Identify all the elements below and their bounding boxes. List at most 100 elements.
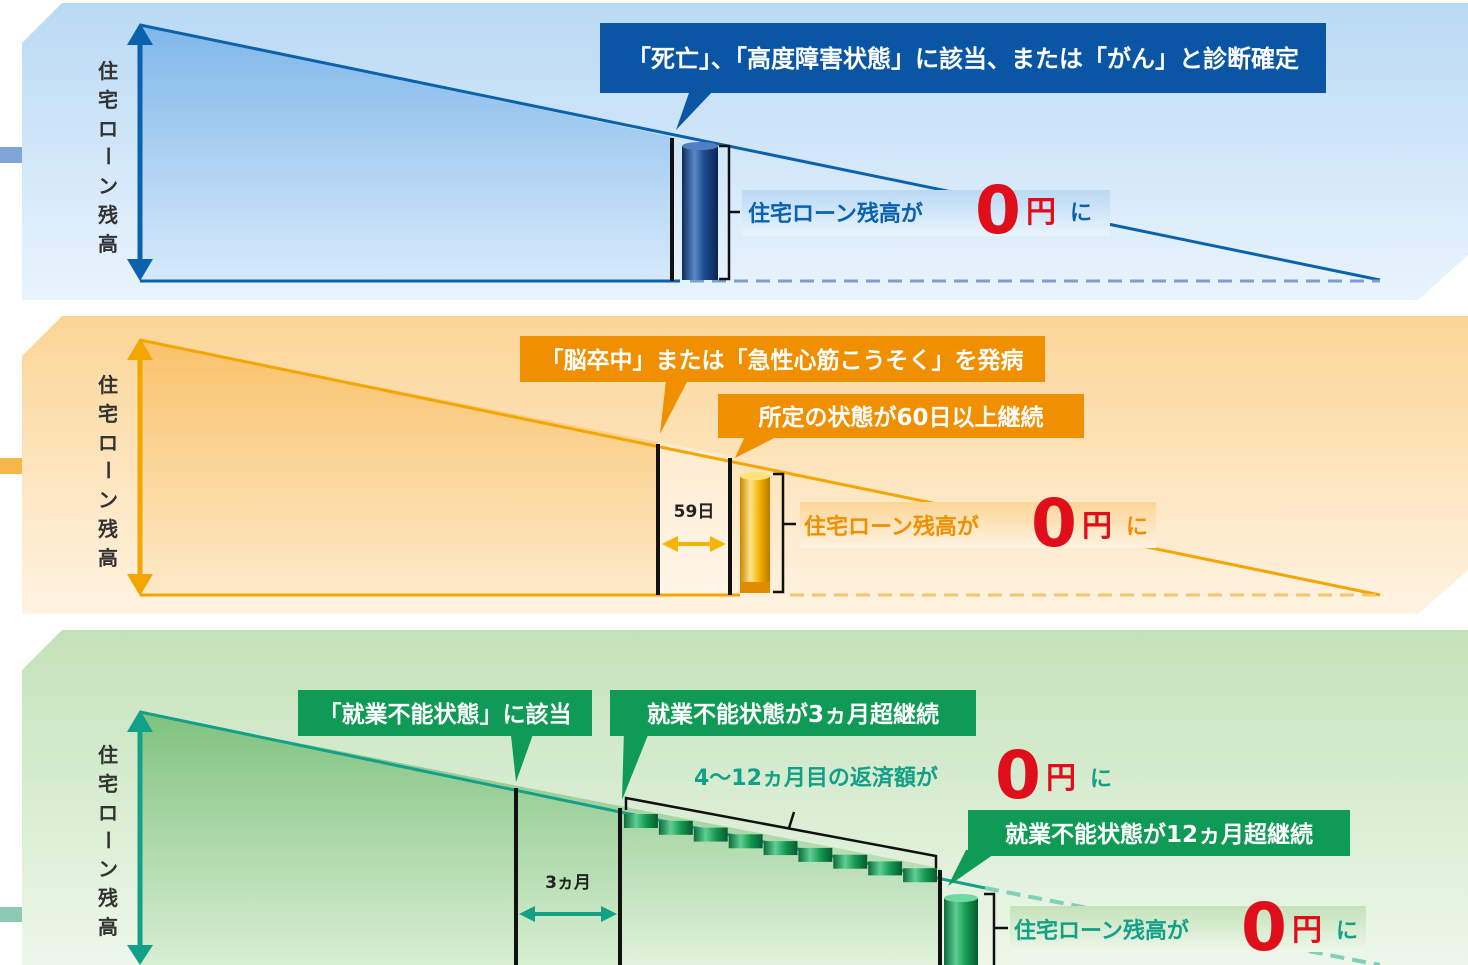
monthly-repayment-step [693, 827, 728, 842]
result-ni: に [1126, 515, 1148, 540]
callout-duration: 所定の状態が60日以上継続 [718, 394, 1084, 458]
callout-pointer [510, 726, 536, 782]
result-zero: 0 [975, 172, 1021, 249]
monthly-repayment-steps [624, 814, 937, 883]
result-backdrop [742, 190, 1110, 236]
remaining-balance-bar [682, 146, 718, 280]
axis-label-char: 住 [98, 743, 118, 767]
callout-text: 就業不能状態が12ヵ月超継続 [1005, 821, 1313, 848]
waiver-bracket-tick [787, 811, 796, 829]
callout-text: 「就業不能状態」に該当 [319, 701, 572, 728]
axis-label: 住 宅 ロ ー ン 残 高 [96, 373, 120, 570]
result-text: 住宅ローン残高が [1014, 918, 1189, 944]
axis-label-char: ロ [98, 117, 118, 141]
arrow-right-icon [710, 536, 726, 552]
callout-box [520, 336, 1045, 382]
arrow-down-icon [127, 259, 153, 281]
bar-top [944, 894, 978, 902]
callout-3months: 就業不能状態が3ヵ月超継続 [610, 690, 976, 800]
axis-label-char: 高 [98, 546, 118, 570]
arrow-right-icon [601, 906, 617, 922]
arrow-left-icon [662, 536, 678, 552]
monthly-repayment-step [624, 814, 658, 828]
axis-label-char: 宅 [98, 772, 118, 796]
monthly-repayment-step [798, 847, 833, 862]
result-yen: 円 [1026, 195, 1056, 230]
bracket [984, 892, 996, 965]
callout-text: 「死亡」、「高度障害状態」に該当、または「がん」と診断確定 [627, 45, 1299, 73]
callout-text: 「脳卒中」または「急性心筋こうそく」を発病 [541, 347, 1024, 374]
axis-label-char: ン [98, 174, 118, 198]
repayment-zero: 0 [995, 737, 1041, 814]
axis-label-char: 宅 [98, 88, 118, 112]
result-yen: 円 [1292, 913, 1322, 948]
callout-12months: 就業不能状態が12ヵ月超継続 [948, 810, 1350, 886]
panel-death: 住 宅 ロ ー ン 残 高 「死亡」、「高度障害状態」に該当、または「がん」と診… [0, 3, 1468, 300]
axis-label: 住 宅 ロ ー ン 残 高 [96, 59, 120, 256]
result-text: 住宅ローン残高が [748, 201, 923, 227]
axis-label-char: 高 [98, 232, 118, 256]
callout-onset: 「就業不能状態」に該当 [298, 690, 592, 782]
arrow-down-icon [127, 574, 153, 596]
repayment-waiver-area [620, 806, 940, 965]
bar-top [682, 142, 718, 150]
axis-label-char: 残 [98, 886, 118, 910]
arrow-down-icon [127, 945, 153, 965]
loan-balance-area [140, 712, 620, 965]
axis-label-char: 残 [98, 517, 118, 541]
callout-pointer [676, 90, 714, 130]
loan-balance-area [140, 340, 658, 594]
months-label: 3ヵ月 [545, 873, 591, 893]
axis-label-char: ン [98, 488, 118, 512]
result-yen: 円 [1082, 509, 1112, 544]
result-zero: 0 [1031, 485, 1077, 562]
axis-label-char: 住 [98, 373, 118, 397]
callout-pointer [735, 434, 782, 458]
callout-box [610, 690, 976, 736]
axis-label-char: 宅 [98, 402, 118, 426]
callout-box [600, 23, 1326, 93]
axis-label-char: 住 [98, 59, 118, 83]
loan-balance-line [139, 23, 1381, 282]
axis-label-char: 残 [98, 203, 118, 227]
callout-death: 「死亡」、「高度障害状態」に該当、または「がん」と診断確定 [600, 23, 1326, 130]
axis-label-char: ロ [98, 431, 118, 455]
monthly-repayment-step [728, 834, 763, 849]
days-label: 59日 [674, 502, 715, 522]
axis-label-char: ー [96, 460, 120, 480]
repayment-text: 4〜12ヵ月目の返済額が [694, 765, 938, 791]
axis-label-char: 高 [98, 915, 118, 939]
axis-label-char: ロ [98, 801, 118, 825]
callout-text: 所定の状態が60日以上継続 [758, 404, 1043, 431]
bar-base [740, 582, 770, 593]
panel-disability: 住 宅 ロ ー ン 残 高 3ヵ月 「就業不能状態」に該当 [0, 630, 1468, 965]
repayment-yen: 円 [1046, 761, 1076, 796]
remaining-balance-bar [944, 898, 978, 965]
callout-box [718, 394, 1084, 438]
callout-pointer [948, 850, 1000, 886]
callout-pointer [660, 380, 688, 434]
callout-onset: 「脳卒中」または「急性心筋こうそく」を発病 [520, 336, 1045, 434]
result-ni: に [1070, 201, 1092, 226]
monthly-repayment-step [763, 841, 798, 856]
callout-box [298, 690, 592, 736]
arrow-up-icon [127, 338, 153, 360]
callout-text: 就業不能状態が3ヵ月超継続 [647, 701, 939, 728]
callout-pointer [622, 730, 650, 800]
monthly-repayment-step [903, 868, 937, 883]
arrow-up-icon [127, 23, 153, 45]
monthly-repayment-step [833, 854, 868, 869]
result-ni: に [1336, 919, 1358, 944]
bracket [773, 472, 785, 594]
bar-top [740, 472, 770, 480]
result-zero: 0 [1241, 889, 1287, 965]
repayment-ni: に [1090, 767, 1112, 792]
monthly-repayment-step [658, 820, 693, 835]
arrow-up-icon [127, 710, 153, 732]
axis-label: 住 宅 ロ ー ン 残 高 [96, 743, 120, 939]
loan-balance-line [139, 338, 1381, 597]
loan-balance-area [140, 25, 672, 280]
callout-box [968, 810, 1350, 856]
arrow-left-icon [519, 906, 535, 922]
